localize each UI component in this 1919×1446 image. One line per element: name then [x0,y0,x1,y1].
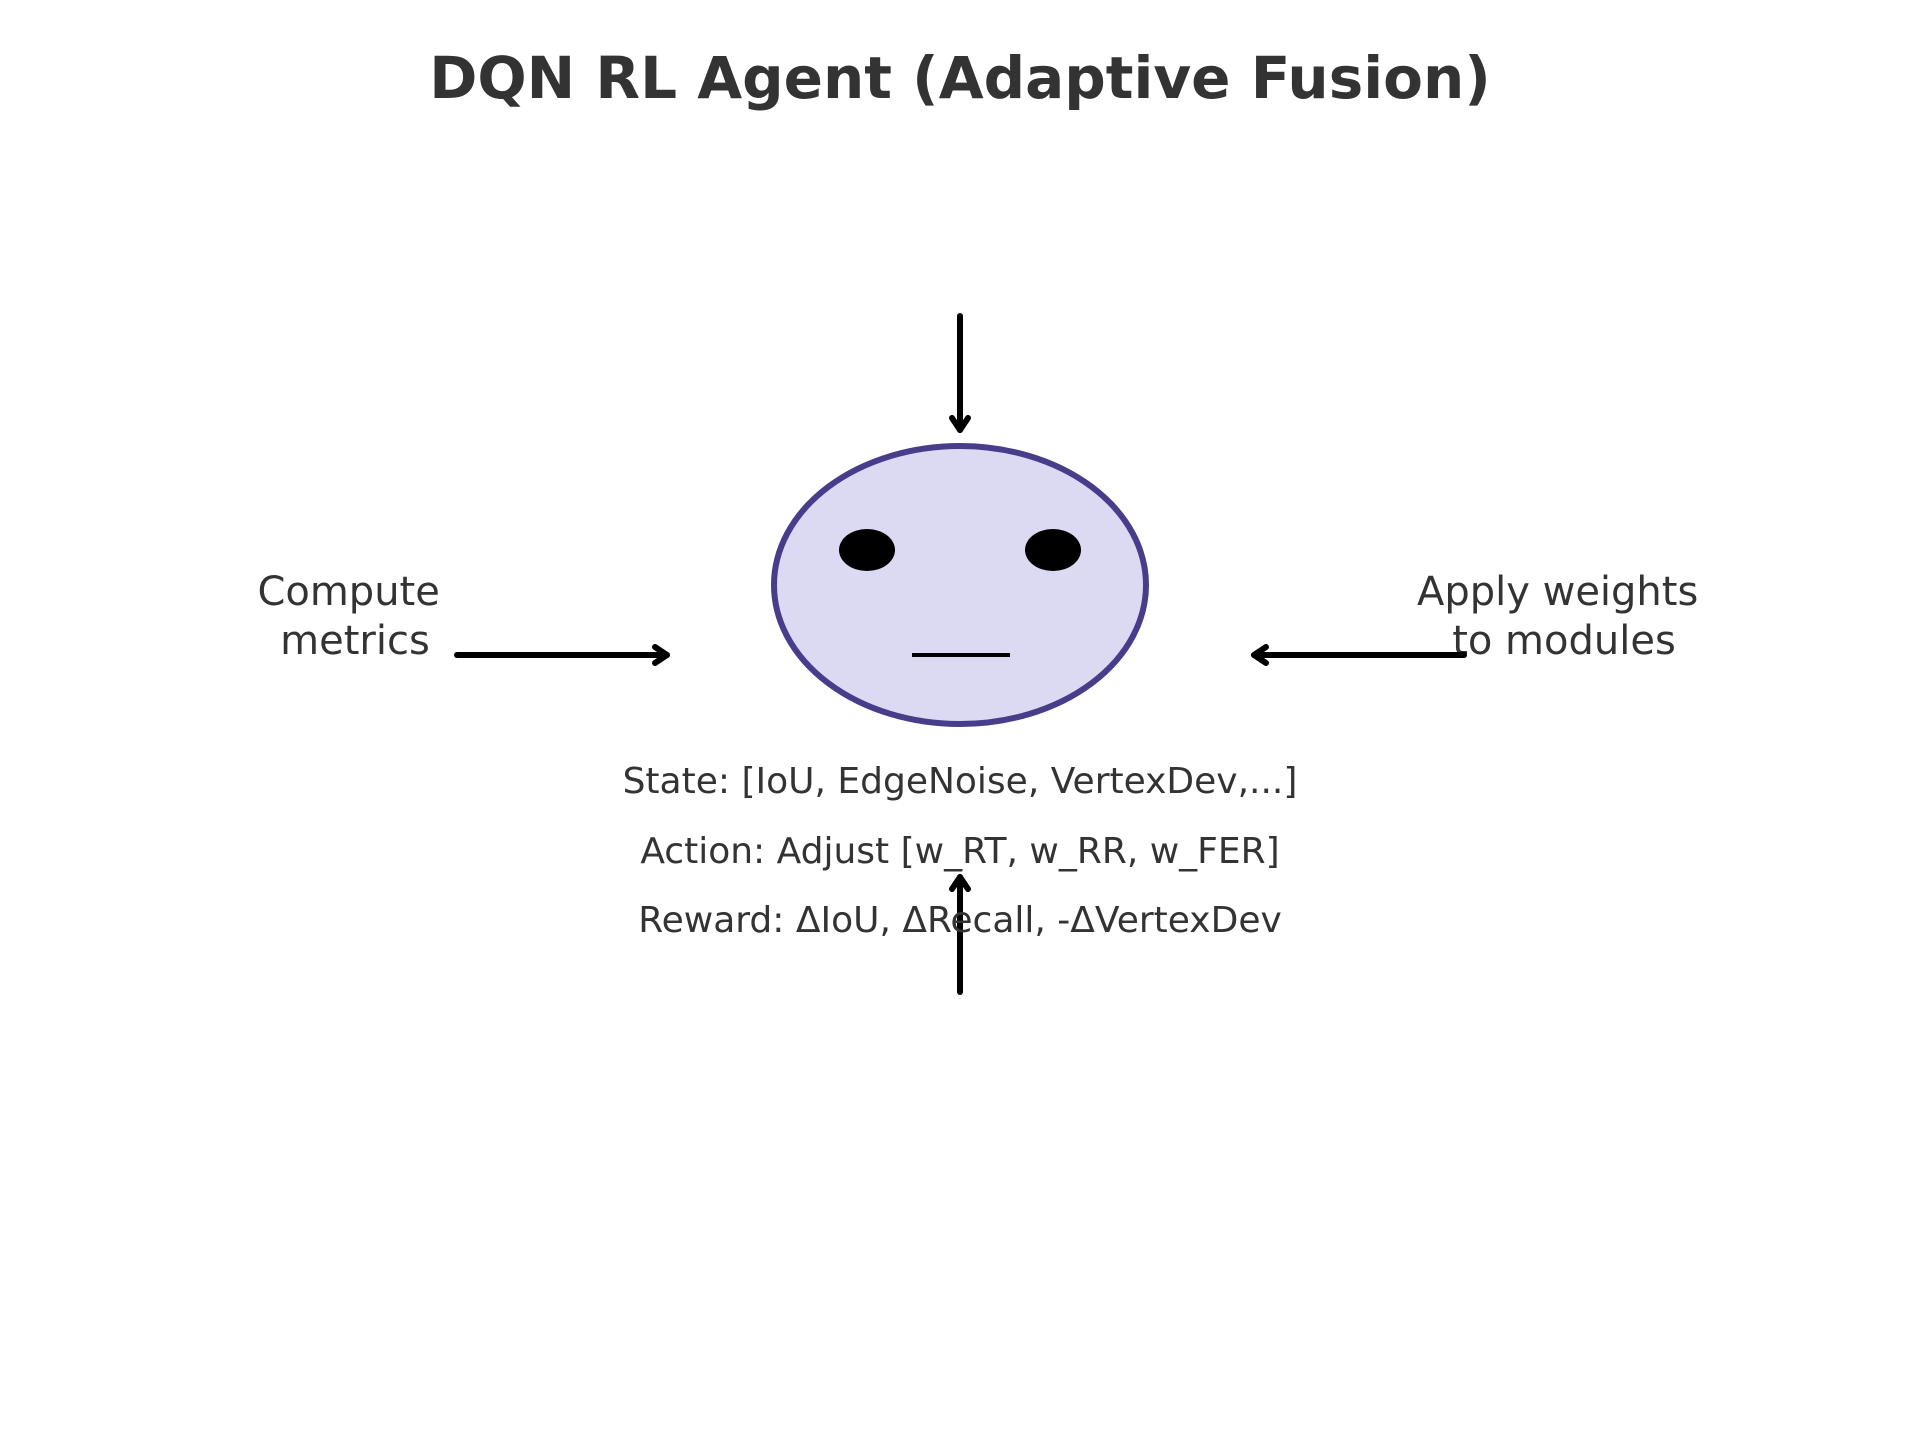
arrow-bottom-up [949,874,971,995]
diagram-title: DQN RL Agent (Adaptive Fusion) [429,44,1491,112]
agent-left-eye [839,529,895,571]
right-label-line-2: to modules [1452,618,1676,664]
left-label-line-1: Compute [257,569,439,615]
arrow-left-in [454,644,670,666]
agent-face-icon [771,443,1149,727]
right-label-line-1: Apply weights [1417,569,1698,615]
arrow-top-down [949,313,971,433]
state-line: State: [IoU, EdgeNoise, VertexDev,...] [623,761,1298,802]
agent-head [771,443,1149,727]
action-line: Action: Adjust [w_RT, w_RR, w_FER] [640,831,1279,872]
left-label: Compute metrics [257,569,452,664]
arrow-right-in [1251,644,1467,666]
agent-right-eye [1025,529,1081,571]
reward-line: Reward: ΔIoU, ΔRecall, -ΔVertexDev [638,900,1282,941]
right-label: Apply weights to modules [1417,569,1711,664]
left-label-line-2: metrics [280,618,430,664]
